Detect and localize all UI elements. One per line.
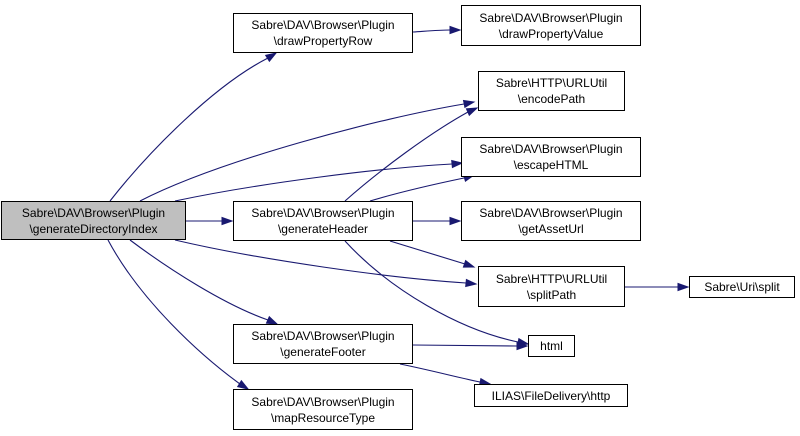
node-draw-property-value[interactable]: Sabre\DAV\Browser\Plugin \drawPropertyVa… [461,5,641,46]
node-generate-directory-index: Sabre\DAV\Browser\Plugin \generateDirect… [1,201,186,240]
node-map-resource-type[interactable]: Sabre\DAV\Browser\Plugin \mapResourceTyp… [233,389,413,430]
node-label-line1: Sabre\DAV\Browser\Plugin [251,206,395,220]
node-label: Sabre\Uri\split [704,280,780,294]
edge-gdi-to-dpr [109,57,269,202]
node-label-line2: \drawPropertyValue [498,26,604,41]
node-label-line1: Sabre\DAV\Browser\Plugin [251,329,395,343]
node-label-line2: \escapeHTML [513,158,589,172]
node-label-line1: Sabre\DAV\Browser\Plugin [21,205,166,220]
arrowhead-gh-to-sp [462,259,476,268]
edge-gh-to-html [344,240,519,343]
edge-gdi-to-gf [129,239,269,321]
node-get-asset-url[interactable]: Sabre\DAV\Browser\Plugin \getAssetUrl [461,201,641,241]
edge-gf-to-html [412,344,518,347]
node-label: html [540,339,563,353]
edge-dpr-to-dpv [412,29,451,33]
node-file-delivery-http[interactable]: ILIAS\FileDelivery\http [474,384,628,407]
node-label-line1: Sabre\HTTP\URLUtil [495,76,608,90]
node-label-line2: \getAssetUrl [518,222,584,236]
arrowhead-gdi-to-sp [465,278,478,288]
arrowhead-gdi-to-gf [265,315,279,325]
node-label-line2: \generateDirectoryIndex [29,221,158,236]
node-label-line2: \mapResourceType [270,410,376,425]
arrowhead-gdi-to-gh [221,216,234,226]
node-label-line2: \generateHeader [277,222,369,236]
node-encode-path[interactable]: Sabre\HTTP\URLUtil \encodePath [478,71,625,111]
edge-gdi-to-mrt [107,239,241,385]
arrowhead-dpr-to-dpv [449,25,462,35]
node-generate-footer[interactable]: Sabre\DAV\Browser\Plugin \generateFooter [233,324,413,364]
edge-gdi-to-sp [174,239,467,284]
edge-gh-to-esc [369,177,465,202]
node-label-line2: \splitPath [526,287,577,302]
node-label-line1: Sabre\DAV\Browser\Plugin [479,142,623,156]
edge-gf-to-http [399,363,481,383]
arrowhead-sp-to-usplit [677,282,690,292]
edge-gh-to-enc [344,111,469,202]
node-html[interactable]: html [528,335,575,357]
arrowhead-gdi-to-enc [462,99,476,109]
arrowhead-gdi-to-dpr [264,52,278,63]
node-label-line1: Sabre\DAV\Browser\Plugin [479,206,623,220]
node-split-path[interactable]: Sabre\HTTP\URLUtil \splitPath [478,266,625,307]
node-label-line1: Sabre\DAV\Browser\Plugin [479,10,623,25]
node-label-line1: Sabre\DAV\Browser\Plugin [251,18,395,32]
node-label: ILIAS\FileDelivery\http [491,388,611,403]
edge-gdi-to-enc [139,103,465,202]
arrowhead-gdi-to-esc [451,159,464,169]
node-label-line1: Sabre\DAV\Browser\Plugin [251,394,395,409]
node-label-line1: Sabre\HTTP\URLUtil [495,271,608,286]
node-label-line2: \generateFooter [280,345,366,359]
node-draw-property-row[interactable]: Sabre\DAV\Browser\Plugin \drawPropertyRo… [233,13,413,53]
arrowhead-gh-to-enc [465,107,479,117]
edge-gdi-to-esc [174,163,453,202]
node-label-line2: \drawPropertyRow [273,34,373,48]
node-generate-header[interactable]: Sabre\DAV\Browser\Plugin \generateHeader [233,201,413,241]
arrowhead-gdi-to-mrt [236,379,250,390]
node-uri-split[interactable]: Sabre\Uri\split [689,276,795,298]
arrowhead-gf-to-html [516,341,529,351]
edge-gh-to-sp [389,240,466,265]
node-escape-html[interactable]: Sabre\DAV\Browser\Plugin \escapeHTML [461,137,641,177]
node-label-line2: \encodePath [517,92,586,106]
arrowhead-gh-to-gau [449,216,462,226]
